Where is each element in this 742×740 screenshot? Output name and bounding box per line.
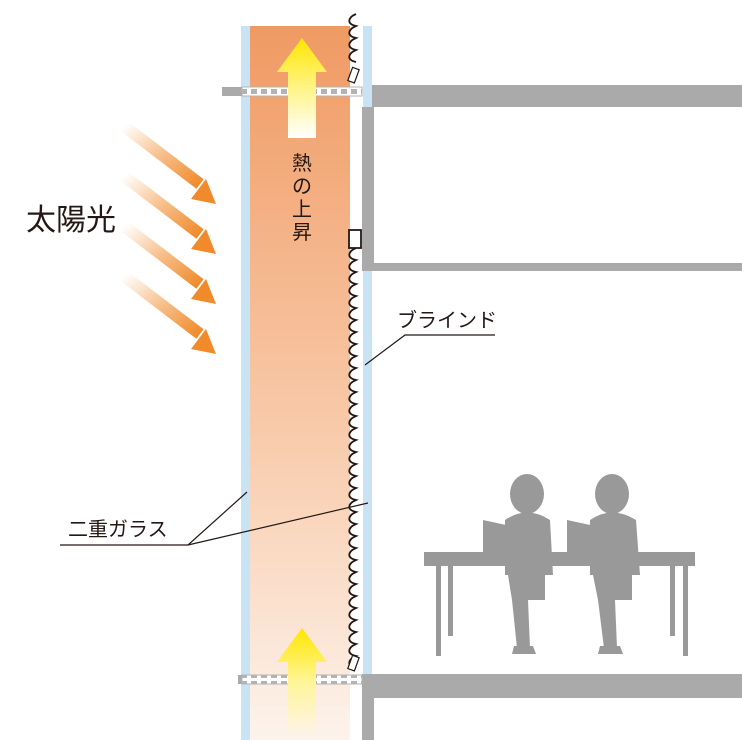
glass-leader-line-inner [187,502,369,546]
air-cavity [250,26,350,740]
desk-top [424,552,695,566]
heat-rise-arrow-bottom [277,628,327,738]
heat-rise-char: 上 [292,197,312,221]
desk-leg-left [436,566,441,656]
sun-ray-arrow [120,171,216,254]
ceiling-line [362,263,742,271]
heat-rise-char: 昇 [292,220,312,244]
leader-lines [60,334,495,546]
desk-leg-right [683,566,688,656]
blind-bottom-rail-upper [347,66,360,84]
blind-headbox [348,229,362,249]
sun-ray-arrow [120,121,216,204]
upper-walkway-left [222,87,242,96]
person-right [567,474,640,654]
heat-rise-arrow-top [277,38,327,138]
sunlight-arrows [120,121,216,354]
double-glass-label: 二重ガラス [68,517,168,541]
heat-rise-label: 熱の上昇 [292,151,312,244]
office-workers [424,474,695,656]
svg-text:熱の上昇: 熱の上昇 [292,151,312,244]
blind [348,13,359,669]
blind-bottom-rail-lower [347,654,360,672]
blind-label: ブラインド [397,308,497,332]
heat-rise-char: の [292,174,312,198]
desk-leg-left-2 [448,566,453,636]
sun-ray-arrow [120,221,216,304]
person-left [483,474,553,654]
outer-glass-pane [241,26,250,740]
lower-slab-wall [362,674,374,740]
upper-floor-slab [372,85,742,107]
lower-floor-slab [372,674,742,698]
heat-rise-char: 熱 [292,151,312,175]
inner-glass-pane [363,26,372,740]
upper-ceiling-wall [362,107,374,270]
blind-leader-line [364,334,495,366]
sun-ray-arrow [120,271,216,354]
desk-leg-right-2 [670,566,675,636]
building-structure [222,85,742,740]
sunlight-label: 太陽光 [26,203,116,238]
